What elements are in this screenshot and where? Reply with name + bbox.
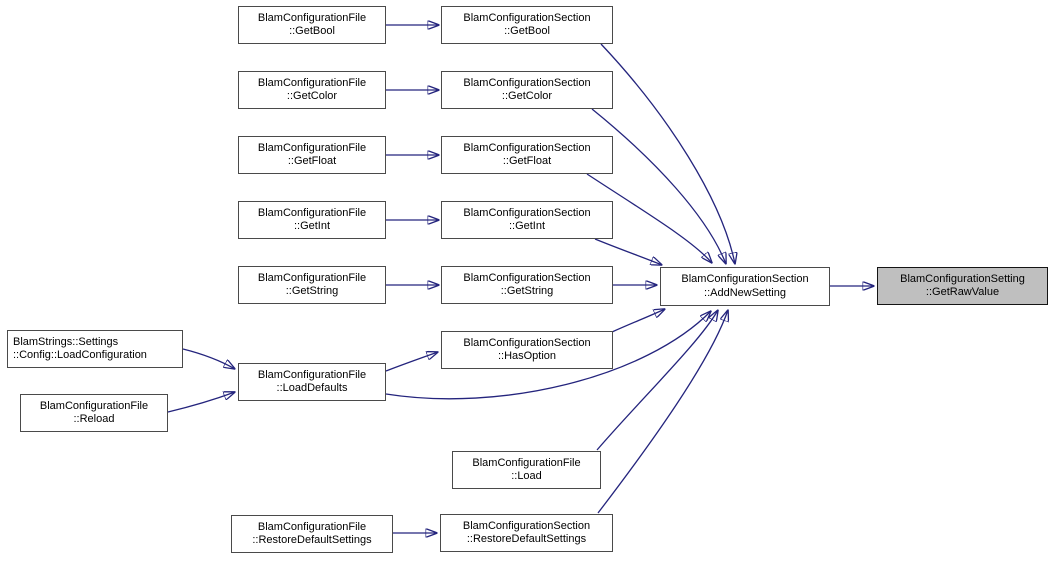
node-label-line1: BlamConfigurationSection [463,141,591,154]
node-file-getfloat[interactable]: BlamConfigurationFile ::GetFloat [238,136,386,174]
node-label-line1: BlamConfigurationFile [257,206,367,219]
node-label-line2: ::GetRawValue [925,286,1000,298]
edge-sec-getint-to-addnewsetting [594,238,662,265]
node-label-line1: BlamConfigurationSection [681,273,809,285]
node-label-line1: BlamConfigurationFile [257,368,367,381]
node-label-line2: ::GetString [500,285,554,297]
node-label-line1: BlamStrings::Settings [13,335,119,348]
node-label-line2: ::GetBool [504,25,550,37]
node-file-getint[interactable]: BlamConfigurationFile ::GetInt [238,201,386,239]
node-label-line1: BlamConfigurationSection [462,519,591,532]
node-sec-hasoption[interactable]: BlamConfigurationSection ::HasOption [441,331,613,369]
node-label-line1: BlamConfigurationFile [257,11,367,24]
edge-reload-to-loaddefaults [167,392,235,413]
node-label-line1: BlamConfigurationSection [463,11,591,24]
node-label-line1: BlamConfigurationSetting [900,272,1025,285]
node-sec-getfloat[interactable]: BlamConfigurationSection ::GetFloat [441,136,613,174]
edge-load-to-addnewsetting [596,310,718,451]
node-label-line1: BlamConfigurationFile [257,520,367,533]
node-label-line1: BlamConfigurationFile [472,456,581,469]
node-label-line2: ::GetFloat [502,155,552,167]
node-file-getbool[interactable]: BlamConfigurationFile ::GetBool [238,6,386,44]
edge-sec-restore-to-addnewsetting [597,310,728,514]
edge-loadconfiguration-to-loaddefaults [182,348,235,369]
node-label-line2: ::GetInt [508,220,546,232]
node-label-line2: ::Config::LoadConfiguration [13,349,147,361]
node-label-line1: BlamConfigurationFile [257,141,367,154]
node-label-line2: ::Load [511,470,542,482]
node-label-line1: BlamConfigurationSection [463,76,591,89]
node-label-line2: ::Reload [73,413,115,425]
node-file-loaddefaults[interactable]: BlamConfigurationFile ::LoadDefaults [238,363,386,401]
node-label-line2: ::GetString [285,285,339,297]
edge-sec-getbool-to-addnewsetting [600,43,735,264]
node-label-line1: BlamConfigurationFile [257,271,367,284]
node-label-line2: ::HasOption [497,350,557,362]
node-label-line1: BlamConfigurationSection [463,206,591,219]
node-file-load[interactable]: BlamConfigurationFile ::Load [452,451,601,489]
node-label-line2: ::GetBool [289,25,335,37]
node-sec-getstring[interactable]: BlamConfigurationSection ::GetString [441,266,613,304]
node-file-restoredefaultsettings[interactable]: BlamConfigurationFile ::RestoreDefaultSe… [231,515,393,553]
node-label-line1: BlamConfigurationSection [463,336,591,349]
node-label-line1: BlamConfigurationSection [463,271,591,284]
node-loadconfiguration[interactable]: BlamStrings::Settings ::Config::LoadConf… [7,330,183,368]
node-label-line2: ::RestoreDefaultSettings [466,533,587,545]
edge-loaddefaults-to-hasoption [385,352,438,372]
node-label-line2: ::LoadDefaults [276,382,348,394]
node-file-reload[interactable]: BlamConfigurationFile ::Reload [20,394,168,432]
node-sec-restoredefaultsettings[interactable]: BlamConfigurationSection ::RestoreDefaul… [440,514,613,552]
edge-hasoption-to-addnewsetting [611,309,665,333]
node-sec-getint[interactable]: BlamConfigurationSection ::GetInt [441,201,613,239]
node-sec-getcolor[interactable]: BlamConfigurationSection ::GetColor [441,71,613,109]
node-label-line2: ::GetColor [286,90,338,102]
edge-loaddefaults-to-addnewsetting [385,311,711,400]
node-label-line1: BlamConfigurationFile [257,76,367,89]
node-sec-getbool[interactable]: BlamConfigurationSection ::GetBool [441,6,613,44]
edge-sec-getfloat-to-addnewsetting [586,173,712,263]
node-label-line2: ::GetColor [501,90,553,102]
edge-sec-getcolor-to-addnewsetting [591,108,726,264]
node-label-line2: ::GetFloat [287,155,337,167]
node-file-getcolor[interactable]: BlamConfigurationFile ::GetColor [238,71,386,109]
node-label-line2: ::RestoreDefaultSettings [252,534,372,546]
node-sec-addnewsetting[interactable]: BlamConfigurationSection ::AddNewSetting [660,267,830,306]
node-setting-getrawvalue-highlighted: BlamConfigurationSetting ::GetRawValue [877,267,1048,305]
node-label-line1: BlamConfigurationFile [39,399,149,412]
node-file-getstring[interactable]: BlamConfigurationFile ::GetString [238,266,386,304]
node-label-line2: ::AddNewSetting [704,286,786,299]
node-label-line2: ::GetInt [293,220,331,232]
